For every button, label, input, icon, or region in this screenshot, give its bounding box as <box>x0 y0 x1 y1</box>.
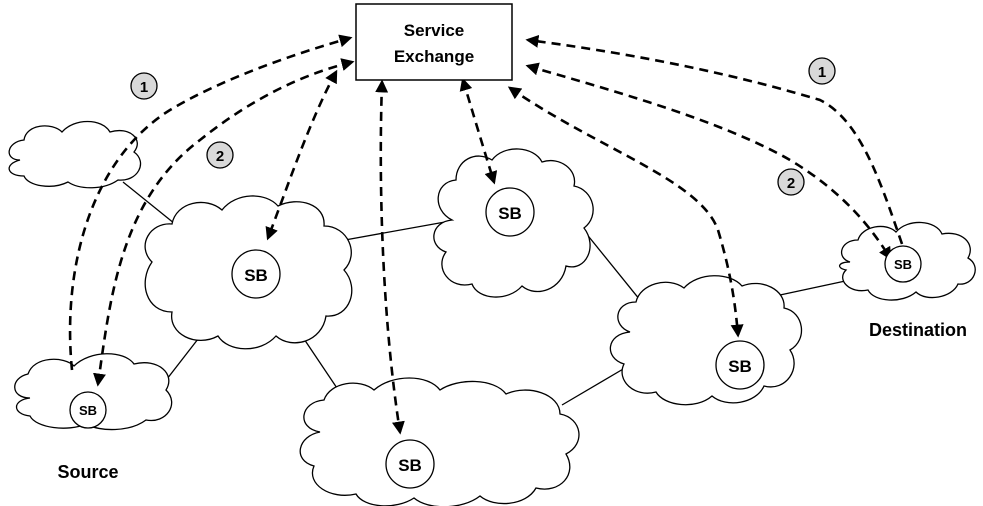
arrow-left-2 <box>93 58 355 387</box>
sb-label: SB <box>398 456 422 475</box>
sb-label: SB <box>894 257 912 272</box>
step-marker-left-2: 2 <box>206 141 234 169</box>
arrow-exchange-top <box>459 77 498 185</box>
step-number: 1 <box>140 79 148 96</box>
link-top-to-right <box>584 231 641 301</box>
signaling-arrows <box>68 34 904 435</box>
cloud-right <box>609 275 803 406</box>
step-number: 2 <box>216 148 224 165</box>
sb-label: SB <box>728 357 752 376</box>
step-marker-right-2: 2 <box>777 168 805 196</box>
service-exchange-box: Service Exchange <box>355 3 513 81</box>
source-label: Source <box>57 462 118 482</box>
sb-label: SB <box>79 403 97 418</box>
sb-node-top: SB <box>485 187 535 237</box>
sb-node-destination: SB <box>884 245 922 283</box>
sb-node-center: SB <box>231 249 281 299</box>
step-marker-left-1: 1 <box>130 72 158 100</box>
sb-label: SB <box>244 266 268 285</box>
step-markers: 1 2 1 2 <box>130 57 836 196</box>
step-number: 2 <box>787 175 795 192</box>
service-exchange-line2: Exchange <box>394 47 474 66</box>
link-right-to-destination <box>779 279 851 296</box>
step-number: 1 <box>818 64 826 81</box>
link-bottom-to-right <box>561 364 631 406</box>
sb-label: SB <box>498 204 522 223</box>
service-broker-nodes: SB SB SB SB SB SB <box>69 187 922 489</box>
service-exchange-line1: Service <box>404 21 465 40</box>
arrow-right-2 <box>525 62 892 261</box>
sb-node-source: SB <box>69 391 107 429</box>
sb-node-right: SB <box>715 340 765 390</box>
cloud-bottom-middle <box>299 377 580 506</box>
networks <box>8 120 976 506</box>
destination-label: Destination <box>869 320 967 340</box>
arrow-exchange-center <box>265 69 338 241</box>
link-center-to-top <box>344 221 446 241</box>
arrow-exchange-bottom <box>375 79 405 435</box>
sb-node-bottom: SB <box>385 439 435 489</box>
step-marker-right-1: 1 <box>808 57 836 85</box>
